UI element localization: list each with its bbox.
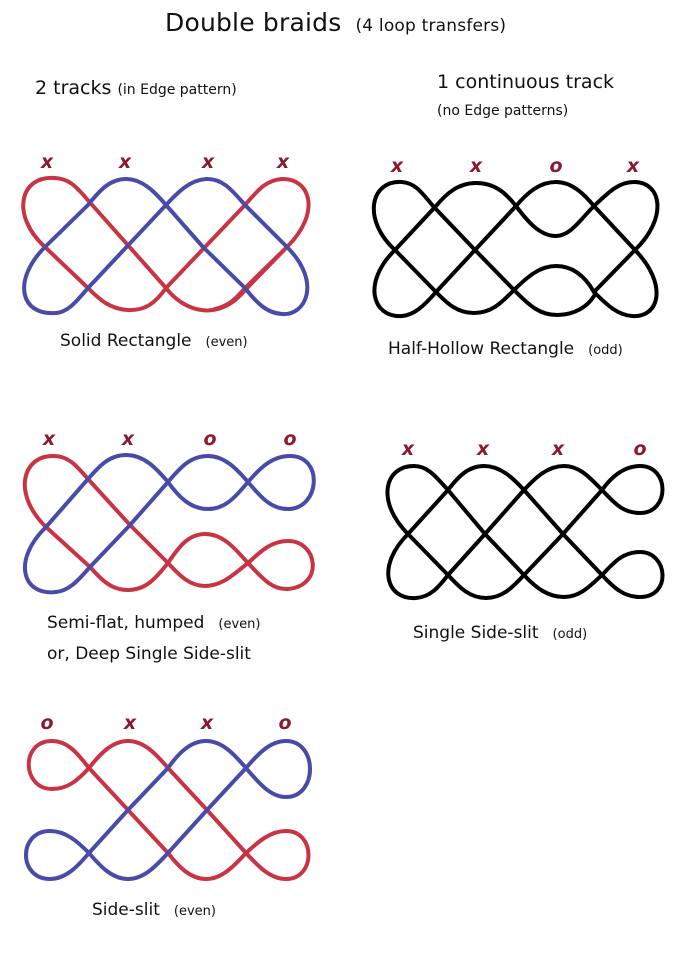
- caption-single-side-slit: Single Side-slit (odd): [413, 623, 587, 643]
- caption-text: Side-slit: [92, 900, 160, 920]
- transfer-mark: x: [118, 151, 132, 173]
- transfer-mark: x: [551, 438, 565, 460]
- transfer-mark: x: [276, 151, 290, 173]
- transfer-mark: x: [123, 712, 137, 734]
- transfer-mark: x: [469, 155, 483, 177]
- parity-label: (odd): [552, 627, 588, 642]
- transfer-mark: x: [200, 712, 214, 734]
- left-column-heading: 2 tracks (in Edge pattern): [35, 77, 237, 99]
- title-sub: (4 loop transfers): [355, 16, 507, 36]
- parity-label: (even): [205, 335, 248, 350]
- transfer-mark: x: [626, 155, 640, 177]
- transfer-mark: o: [40, 712, 54, 734]
- transfer-mark: o: [278, 712, 292, 734]
- transfer-mark: x: [42, 428, 56, 450]
- page-title: Double braids (4 loop transfers): [165, 8, 506, 37]
- parity-label: (even): [218, 617, 261, 632]
- caption-half-hollow-rectangle: Half-Hollow Rectangle (odd): [388, 339, 623, 359]
- caption-text: Solid Rectangle: [60, 331, 192, 351]
- caption-text: Half-Hollow Rectangle: [388, 339, 575, 359]
- right-column-heading: 1 continuous track: [437, 71, 614, 93]
- left-heading-text: 2 tracks: [35, 77, 112, 99]
- title-main: Double braids: [165, 8, 342, 37]
- caption-text: Single Side-slit: [413, 623, 539, 643]
- transfer-mark: o: [633, 438, 647, 460]
- transfer-mark: o: [203, 428, 217, 450]
- transfer-mark: o: [283, 428, 297, 450]
- transfer-mark: x: [201, 151, 215, 173]
- right-column-heading-note: (no Edge patterns): [437, 103, 569, 119]
- caption-solid-rectangle: Solid Rectangle (even): [60, 331, 248, 351]
- transfer-mark: x: [401, 438, 415, 460]
- parity-label: (even): [173, 904, 216, 919]
- left-heading-note: (in Edge pattern): [117, 82, 237, 98]
- parity-label: (odd): [588, 343, 623, 358]
- right-heading-text: 1 continuous track: [437, 71, 615, 93]
- caption-line2-semi-flat-humped: or, Deep Single Side-slit: [47, 644, 251, 664]
- transfer-mark: o: [549, 155, 563, 177]
- transfer-mark: x: [121, 428, 135, 450]
- caption-text: Semi-flat, humped: [47, 613, 205, 633]
- caption-side-slit: Side-slit (even): [92, 900, 216, 920]
- transfer-mark: x: [390, 155, 404, 177]
- caption-semi-flat-humped: Semi-flat, humped (even): [47, 613, 261, 633]
- transfer-mark: x: [40, 151, 54, 173]
- transfer-mark: x: [476, 438, 490, 460]
